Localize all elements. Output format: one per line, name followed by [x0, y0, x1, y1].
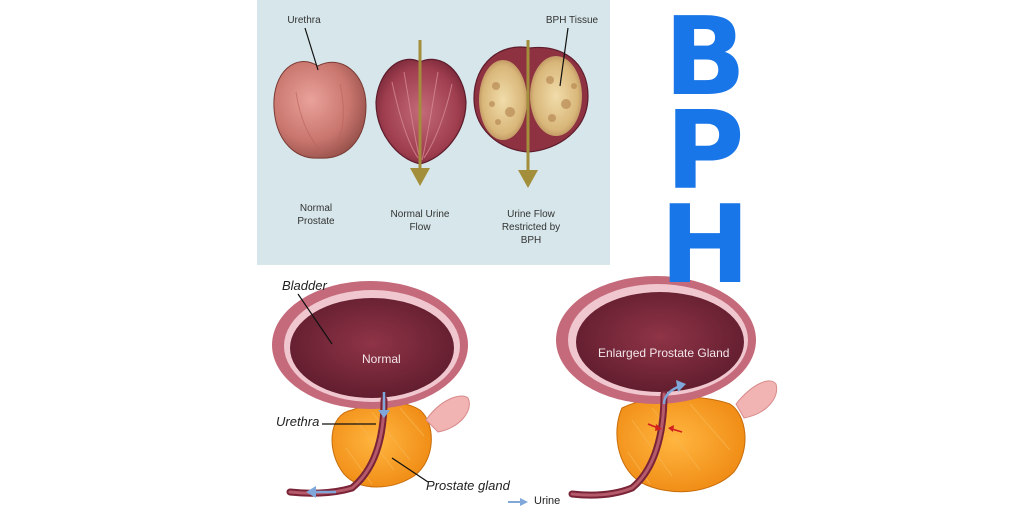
prostate-gland-label: Prostate gland	[426, 478, 510, 493]
normal-bladder-label: Normal	[362, 352, 401, 366]
prostate-gland-pointer-line	[391, 457, 429, 483]
title-letter-p: P	[665, 89, 745, 214]
normal-prostate-drawing	[273, 61, 367, 159]
restricted-flow-cross-section	[473, 40, 589, 188]
normal-flow-label: Normal Urine Flow	[390, 209, 450, 233]
bladder-label: Bladder	[282, 278, 327, 293]
bladder-pointer-line	[297, 293, 333, 345]
normal-prostate-label: Normal Prostate	[297, 203, 335, 227]
normal-flow-cross-section	[375, 40, 467, 186]
enlarged-bladder-label: Enlarged Prostate Gland	[598, 346, 730, 360]
title-letter-b: B	[663, 0, 747, 120]
restricted-flow-label: Urine Flow Restricted by BPH	[501, 209, 561, 246]
normal-anatomy-drawing	[272, 281, 470, 498]
urethra-bottom-label: Urethra	[276, 414, 320, 429]
enlarged-anatomy-drawing	[556, 276, 778, 499]
urine-legend-label: Urine	[534, 495, 561, 507]
urine-legend-arrow	[508, 498, 528, 506]
urethra-label: Urethra	[287, 15, 321, 26]
title-letter-h: H	[659, 183, 751, 308]
bph-tissue-label: BPH Tissue	[545, 15, 599, 26]
bph-tissue-pointer-line	[559, 27, 569, 87]
urethra-pointer-line	[304, 27, 319, 71]
